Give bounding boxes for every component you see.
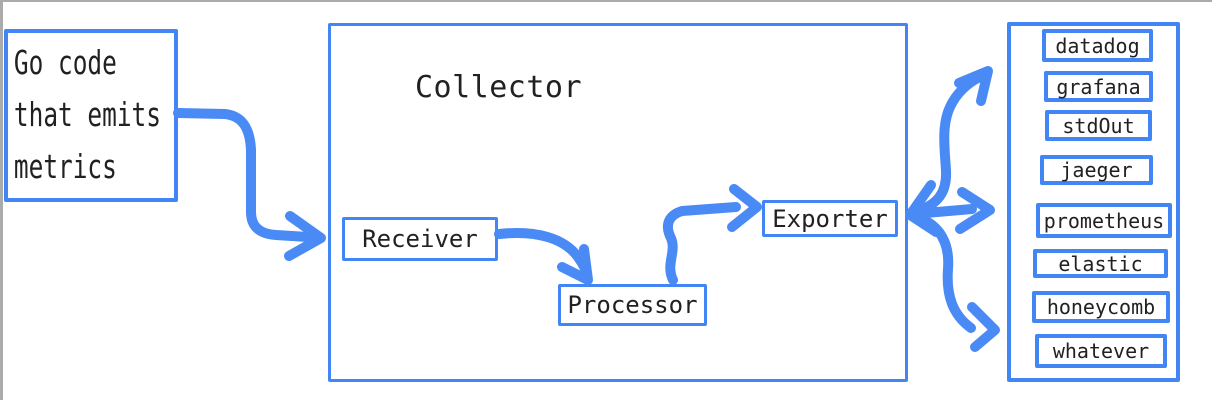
source-line: that emits	[13, 95, 161, 134]
destination-stdout: stdOut	[1045, 110, 1152, 141]
destination-datadog: datadog	[1042, 29, 1153, 62]
collector-title: Collector	[415, 70, 583, 105]
source-node-label: Go code that emits metrics	[8, 33, 161, 193]
destination-jaeger: jaeger	[1040, 155, 1153, 185]
destination-label: elastic	[1058, 251, 1143, 276]
processor-node: Processor	[558, 284, 707, 326]
receiver-label: Receiver	[362, 225, 478, 253]
source-line: metrics	[13, 147, 117, 186]
receiver-node: Receiver	[342, 217, 498, 261]
source-node: Go code that emits metrics	[4, 29, 178, 202]
source-line: Go code	[13, 43, 117, 82]
destination-label: stdOut	[1062, 113, 1135, 138]
destination-elastic: elastic	[1033, 249, 1168, 278]
exporter-node: Exporter	[762, 200, 898, 237]
destination-label: datadog	[1055, 33, 1140, 58]
destination-honeycomb: honeycomb	[1032, 291, 1170, 323]
destination-whatever: whatever	[1035, 334, 1167, 368]
processor-label: Processor	[567, 291, 698, 319]
exporter-fanout-arrow	[905, 66, 1000, 352]
destination-prometheus: prometheus	[1036, 203, 1172, 238]
destination-label: whatever	[1052, 339, 1150, 363]
destination-label: prometheus	[1043, 208, 1165, 233]
window-edge-top	[0, 0, 1212, 2]
destination-label: jaeger	[1060, 158, 1133, 182]
source-to-receiver-arrow	[173, 108, 326, 261]
destination-grafana: grafana	[1044, 71, 1153, 102]
exporter-label: Exporter	[772, 204, 888, 233]
window-edge-left	[0, 0, 3, 400]
destination-label: honeycomb	[1046, 295, 1156, 319]
destination-label: grafana	[1056, 74, 1141, 99]
